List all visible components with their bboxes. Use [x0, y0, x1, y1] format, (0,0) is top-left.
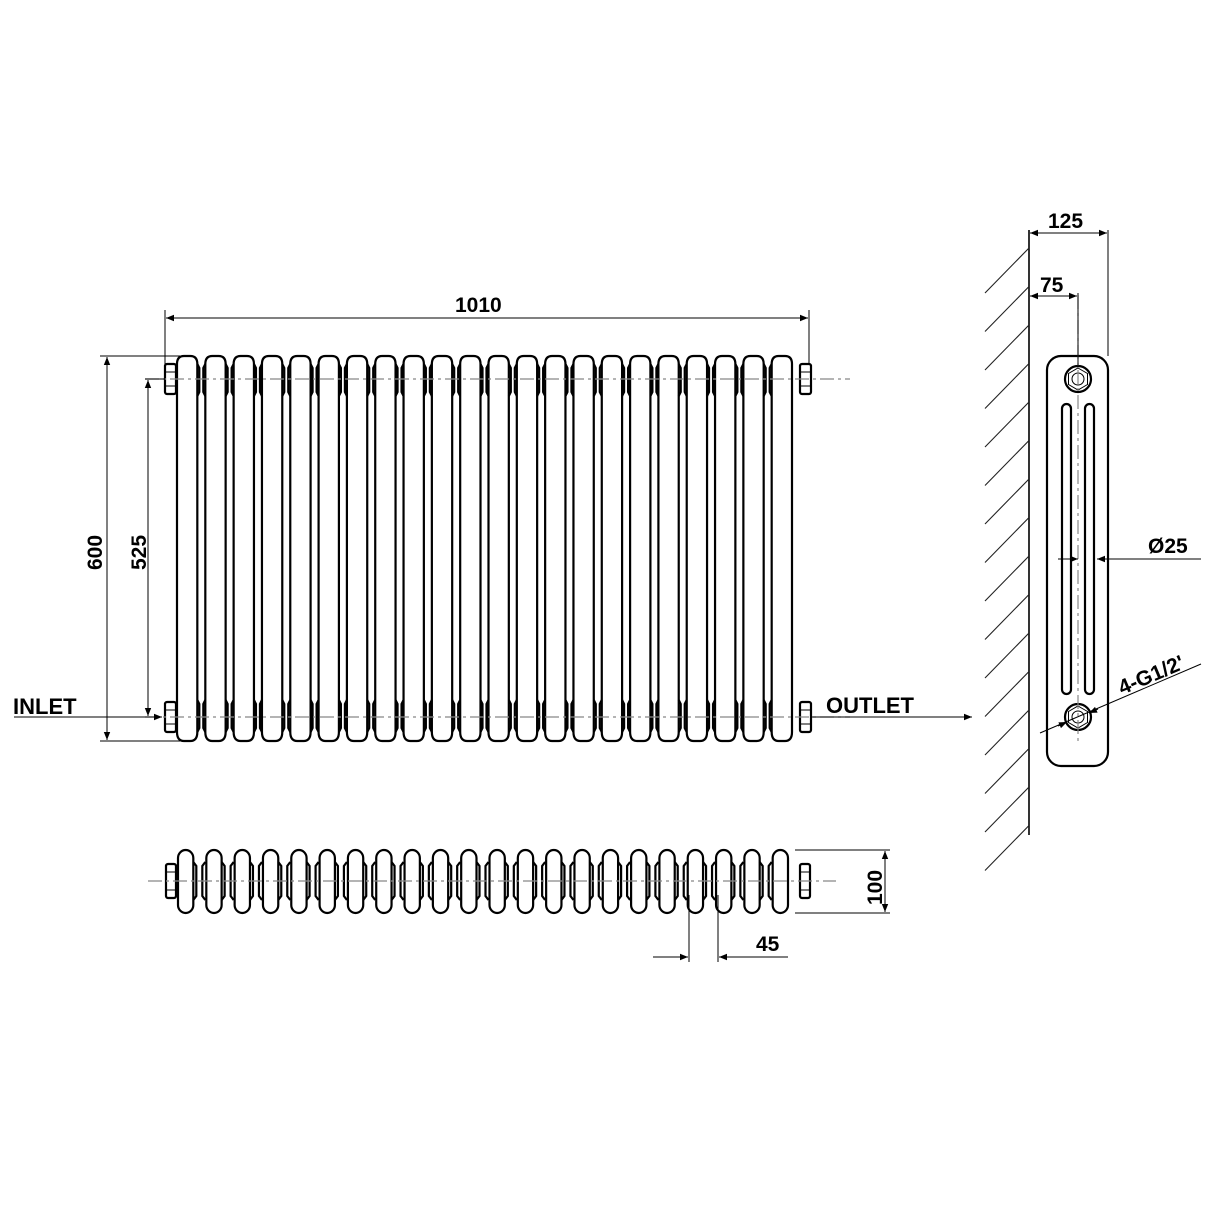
front-section — [572, 354, 603, 743]
front-section — [657, 354, 688, 743]
depth-dimension: 125 — [1030, 210, 1109, 356]
centres-dimension: 525 — [128, 378, 165, 716]
hatch-line — [984, 401, 1030, 448]
front-section — [770, 354, 794, 743]
hatch-line — [984, 478, 1030, 525]
top-section — [488, 848, 518, 915]
wall-to-centre-dimension: 75 — [1030, 274, 1079, 366]
hatch-line — [984, 247, 1030, 294]
front-section — [487, 354, 518, 743]
depth-value: 125 — [1048, 210, 1083, 233]
hatch-line — [984, 324, 1030, 371]
hatch-line — [984, 786, 1030, 833]
hatch-line — [984, 594, 1030, 640]
top-depth-value: 100 — [864, 870, 887, 905]
front-section — [402, 354, 433, 743]
height-value: 600 — [84, 535, 107, 570]
wall-hatch — [984, 247, 1030, 871]
side-slot-right — [1083, 402, 1096, 696]
front-section — [289, 354, 320, 743]
top-depth-dimension: 100 — [795, 849, 890, 914]
front-section — [544, 354, 575, 743]
width-value: 1010 — [455, 294, 502, 317]
pitch-value: 45 — [756, 933, 780, 956]
top-view: 100 45 — [148, 848, 890, 962]
hatch-line — [984, 363, 1030, 409]
front-section — [260, 354, 292, 743]
front-section — [175, 354, 207, 743]
outlet-label: OUTLET — [826, 693, 915, 718]
front-section — [628, 354, 660, 743]
front-section — [317, 354, 348, 743]
front-section — [204, 354, 235, 743]
side-view: 125 75 Ø25 4-G1/2' — [984, 210, 1202, 871]
front-section — [374, 354, 405, 743]
front-section — [515, 354, 547, 743]
front-section — [459, 354, 490, 743]
hatch-line — [984, 517, 1030, 563]
height-dimension: 600 — [84, 355, 180, 742]
hatch-line — [984, 440, 1030, 486]
side-slot-left — [1060, 402, 1073, 696]
hatch-line — [984, 555, 1030, 602]
pitch-dimension: 45 — [653, 895, 788, 962]
outlet-arrow: OUTLET — [811, 693, 972, 721]
front-section — [600, 354, 632, 743]
hatch-line — [984, 286, 1030, 332]
front-section — [742, 354, 773, 743]
inlet-arrow: INLET — [13, 694, 162, 721]
wall-to-centre-value: 75 — [1040, 274, 1064, 297]
hatch-line — [984, 709, 1030, 756]
front-view: 1010 600 525 INLET OUTLET — [13, 294, 972, 743]
diameter-value: Ø25 — [1148, 535, 1188, 558]
inlet-label: INLET — [13, 694, 77, 719]
front-section — [685, 354, 717, 743]
hatch-line — [984, 671, 1030, 717]
diameter-dimension: Ø25 — [1058, 535, 1201, 563]
centres-value: 525 — [128, 535, 151, 570]
width-dimension: 1010 — [164, 294, 810, 364]
front-section — [713, 354, 745, 743]
front-section — [430, 354, 462, 743]
top-section — [403, 848, 433, 915]
front-section — [232, 354, 263, 743]
top-section — [686, 848, 716, 915]
front-sections — [175, 354, 794, 743]
front-section — [345, 354, 377, 743]
connection-size-value: 4-G1/2' — [1115, 651, 1188, 699]
hatch-line — [984, 825, 1030, 871]
hatch-line — [984, 748, 1030, 794]
hatch-line — [984, 632, 1030, 679]
